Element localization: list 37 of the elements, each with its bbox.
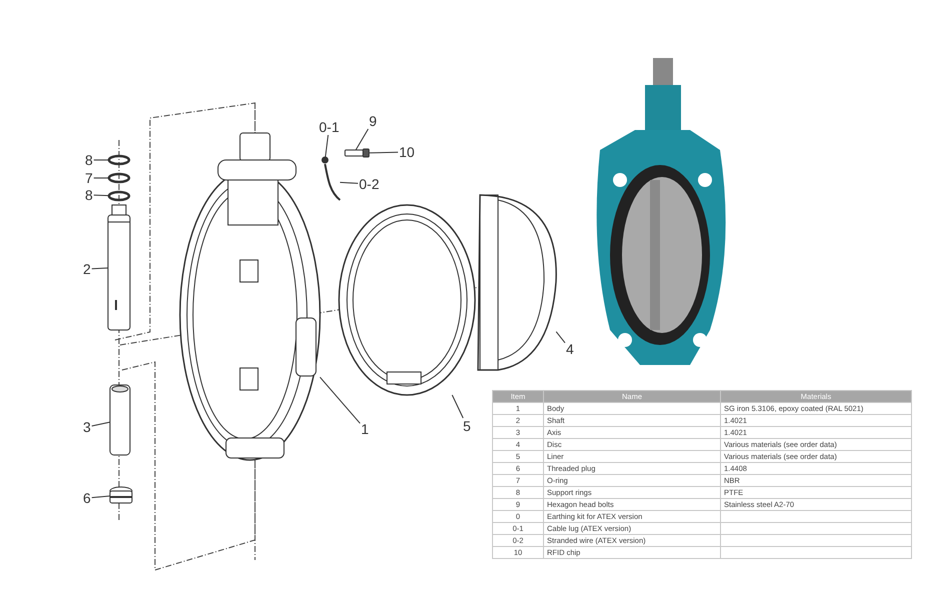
leader-line xyxy=(93,194,110,196)
callout-number: 7 xyxy=(84,170,94,186)
leader-line xyxy=(91,268,108,270)
valve-part-drawing xyxy=(477,194,557,371)
valve-part-drawing xyxy=(110,486,132,504)
cable-lug-drawing xyxy=(322,156,328,164)
valve-part-drawing xyxy=(110,384,130,456)
valve-part-drawing xyxy=(108,204,130,330)
leader-line xyxy=(320,376,360,424)
leader-line xyxy=(91,495,110,498)
callout-number: 3 xyxy=(82,419,92,435)
callout-number: 2 xyxy=(82,261,92,277)
chip-drawing xyxy=(362,148,370,158)
o-ring-drawing xyxy=(108,190,130,202)
leader-line xyxy=(340,182,358,184)
callout-number: 0-2 xyxy=(358,176,380,192)
callout-number: 10 xyxy=(398,144,416,160)
callout-number: 9 xyxy=(368,113,378,129)
o-ring-drawing xyxy=(108,172,130,184)
callout-number: 1 xyxy=(360,421,370,437)
callout-number: 4 xyxy=(565,341,575,357)
callout-number: 0-1 xyxy=(318,119,340,135)
leader-line xyxy=(368,152,398,154)
o-ring-drawing xyxy=(108,154,130,166)
callout-number: 8 xyxy=(84,187,94,203)
valve-part-drawing xyxy=(338,204,476,396)
bolt-drawing xyxy=(344,150,364,156)
leader-line xyxy=(556,331,566,344)
valve-part-drawing xyxy=(179,132,321,461)
leader-line xyxy=(324,134,329,158)
leader-line xyxy=(452,394,464,418)
callout-number: 8 xyxy=(84,152,94,168)
valve-part-drawing xyxy=(324,164,341,201)
callout-number: 6 xyxy=(82,490,92,506)
callout-number: 5 xyxy=(462,418,472,434)
leader-line xyxy=(91,422,110,426)
leader-line xyxy=(355,128,369,150)
